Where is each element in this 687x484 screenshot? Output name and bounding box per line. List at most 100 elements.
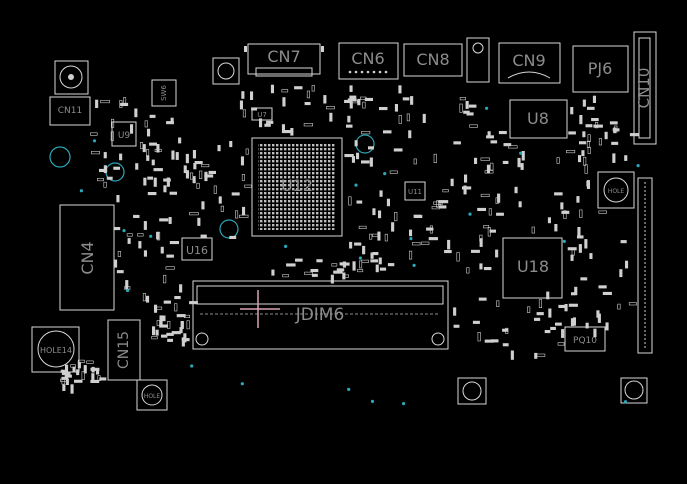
smd-pad	[369, 233, 373, 240]
smd-pad	[465, 101, 469, 109]
smd-pad	[111, 118, 115, 128]
label-pj6: PJ6	[588, 59, 613, 78]
smd-pad	[579, 115, 583, 125]
mounting-hole-bottom-left: HOLE	[136, 379, 168, 411]
smd-pad	[157, 231, 161, 241]
smd-pad	[352, 261, 356, 271]
smd-pad	[362, 245, 366, 255]
smd-pad	[190, 172, 194, 180]
smd-pad	[95, 99, 99, 108]
smd-pad	[90, 132, 98, 136]
smd-pad	[497, 193, 501, 203]
via-hole-center-left	[219, 219, 239, 239]
smd-pad	[563, 210, 567, 219]
smd-pad	[166, 177, 170, 187]
smd-pad	[479, 263, 483, 270]
smd-pad	[502, 160, 509, 164]
smd-pad	[329, 112, 333, 122]
smd-pad	[186, 320, 190, 330]
component-u9: U9	[111, 121, 137, 147]
smd-pad	[264, 123, 271, 127]
smd-pad	[151, 336, 158, 340]
via	[149, 234, 153, 238]
smd-pad	[176, 314, 186, 318]
smd-pad	[70, 364, 76, 368]
smd-pad	[270, 84, 275, 94]
smd-pad	[169, 191, 177, 195]
label-cn8: CN8	[416, 50, 449, 69]
smd-pad	[189, 212, 199, 216]
smd-pad	[604, 131, 608, 140]
smd-pad	[74, 379, 83, 383]
smd-pad	[125, 280, 129, 290]
smd-pad	[605, 322, 609, 331]
smd-pad	[450, 178, 454, 187]
label-cn11: CN11	[58, 106, 82, 116]
via	[92, 139, 97, 143]
smd-pad	[527, 306, 531, 313]
smd-pad	[547, 217, 552, 224]
smd-pad	[463, 185, 467, 195]
smd-pad	[231, 192, 240, 196]
smd-pad	[311, 273, 318, 277]
smd-pad	[162, 315, 166, 322]
smd-pad	[140, 142, 144, 149]
smd-pad	[100, 100, 110, 104]
smd-pad	[447, 239, 451, 250]
smd-pad	[554, 322, 562, 326]
smd-pad	[90, 379, 100, 384]
smd-pad	[410, 96, 414, 105]
smd-pad	[70, 384, 74, 394]
smd-pad	[189, 301, 198, 305]
smd-pad	[119, 100, 123, 108]
smd-pad	[584, 164, 588, 174]
smd-pad	[147, 128, 151, 137]
smd-pad	[76, 369, 80, 376]
smd-pad	[91, 366, 95, 373]
smd-pad	[554, 192, 563, 196]
smd-pad	[510, 350, 514, 360]
mounting-hole-14: HOLE14	[31, 326, 80, 373]
smd-pad	[498, 131, 507, 135]
smd-pad	[628, 302, 637, 306]
smd-pad	[561, 329, 565, 338]
smd-pad	[179, 327, 183, 334]
smd-pad	[142, 144, 146, 153]
via	[284, 244, 288, 248]
smd-pad	[77, 361, 81, 369]
smd-pad	[258, 118, 263, 128]
smd-pad	[375, 264, 379, 273]
smd-pad	[194, 161, 203, 165]
smd-pad	[483, 225, 490, 229]
smd-pad	[406, 113, 410, 122]
smd-pad	[531, 226, 535, 234]
smd-pad	[241, 174, 245, 181]
smd-pad	[244, 184, 252, 188]
smd-pad	[391, 222, 395, 232]
smd-pad	[354, 140, 358, 147]
smd-pad	[556, 157, 560, 164]
smd-pad	[114, 227, 121, 231]
smd-pad	[597, 313, 601, 323]
label-u9: U9	[118, 131, 131, 141]
smd-pad	[619, 269, 623, 278]
smd-pad	[580, 277, 588, 281]
smd-pad	[386, 198, 391, 207]
smd-pad	[114, 259, 118, 268]
smd-pad	[304, 271, 313, 275]
smd-pad	[581, 150, 585, 157]
smd-pad	[507, 145, 518, 149]
label-cn9: CN9	[512, 51, 545, 70]
smd-pad	[364, 97, 374, 101]
mounting-hole-rj-left	[212, 57, 240, 85]
label-hole-left: HOLE	[144, 393, 161, 400]
smd-pad	[496, 300, 500, 307]
smd-pad	[560, 202, 564, 210]
smd-pad	[200, 234, 207, 238]
smd-pad	[175, 152, 179, 160]
smd-pad	[61, 376, 69, 380]
smd-pad	[503, 143, 512, 147]
smd-pad	[570, 292, 577, 296]
smd-pad	[576, 235, 584, 239]
smd-pad	[250, 91, 254, 100]
